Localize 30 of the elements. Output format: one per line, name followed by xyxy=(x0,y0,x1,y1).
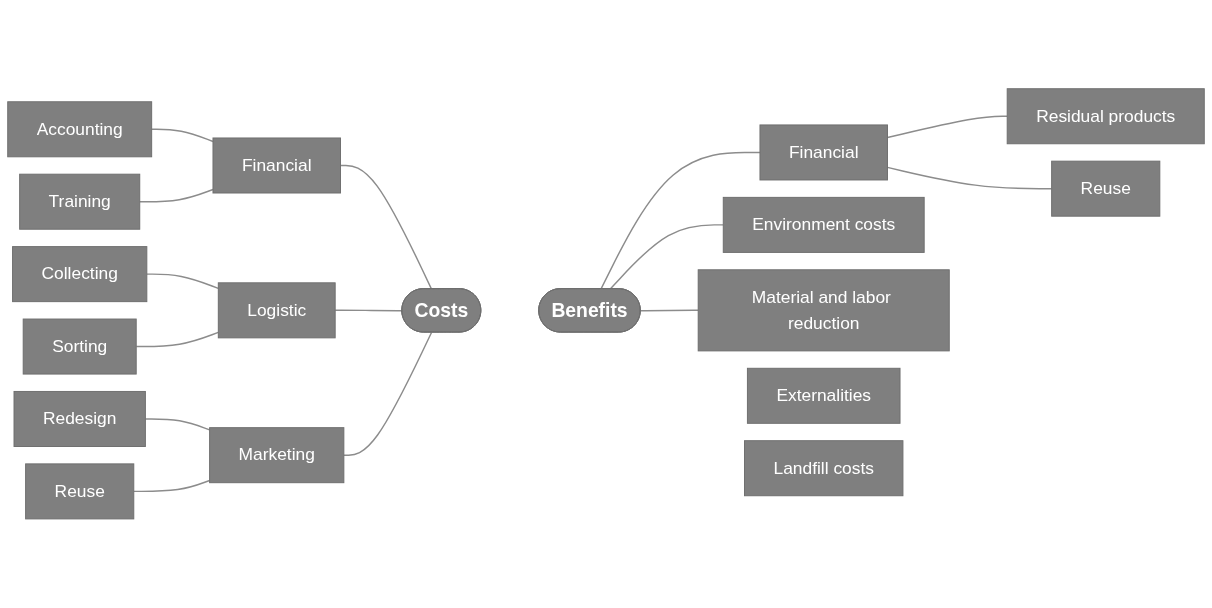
node-box: Reuse xyxy=(1051,160,1161,217)
node-box: Logistic xyxy=(217,282,336,339)
node-box: Marketing xyxy=(209,427,345,484)
connector xyxy=(139,188,214,203)
connector xyxy=(135,331,220,348)
connector xyxy=(144,418,211,431)
node-box: Sorting xyxy=(22,318,137,375)
node-box: Residual products xyxy=(1006,88,1205,145)
connector xyxy=(146,273,220,290)
connector xyxy=(640,309,699,312)
connector xyxy=(609,224,724,290)
node-box: Training xyxy=(19,173,141,230)
node-box: Landfill costs xyxy=(744,440,904,497)
node-box: Redesign xyxy=(13,391,146,448)
node-box: Reuse xyxy=(25,463,135,520)
node-box: Financial xyxy=(759,124,888,181)
connector xyxy=(133,479,211,493)
node-box: Externalities xyxy=(746,367,901,424)
node-box: Financial xyxy=(212,137,341,194)
connector xyxy=(339,164,433,290)
connector xyxy=(334,309,403,312)
node-box: Material and labor reduction xyxy=(697,269,950,352)
connector xyxy=(343,332,433,457)
node-box: Collecting xyxy=(12,246,148,303)
connector xyxy=(600,151,761,290)
connector xyxy=(150,128,214,143)
node-box: Environment costs xyxy=(722,197,925,254)
node-box: Accounting xyxy=(7,101,153,158)
connector xyxy=(886,166,1053,190)
connector xyxy=(886,115,1008,139)
